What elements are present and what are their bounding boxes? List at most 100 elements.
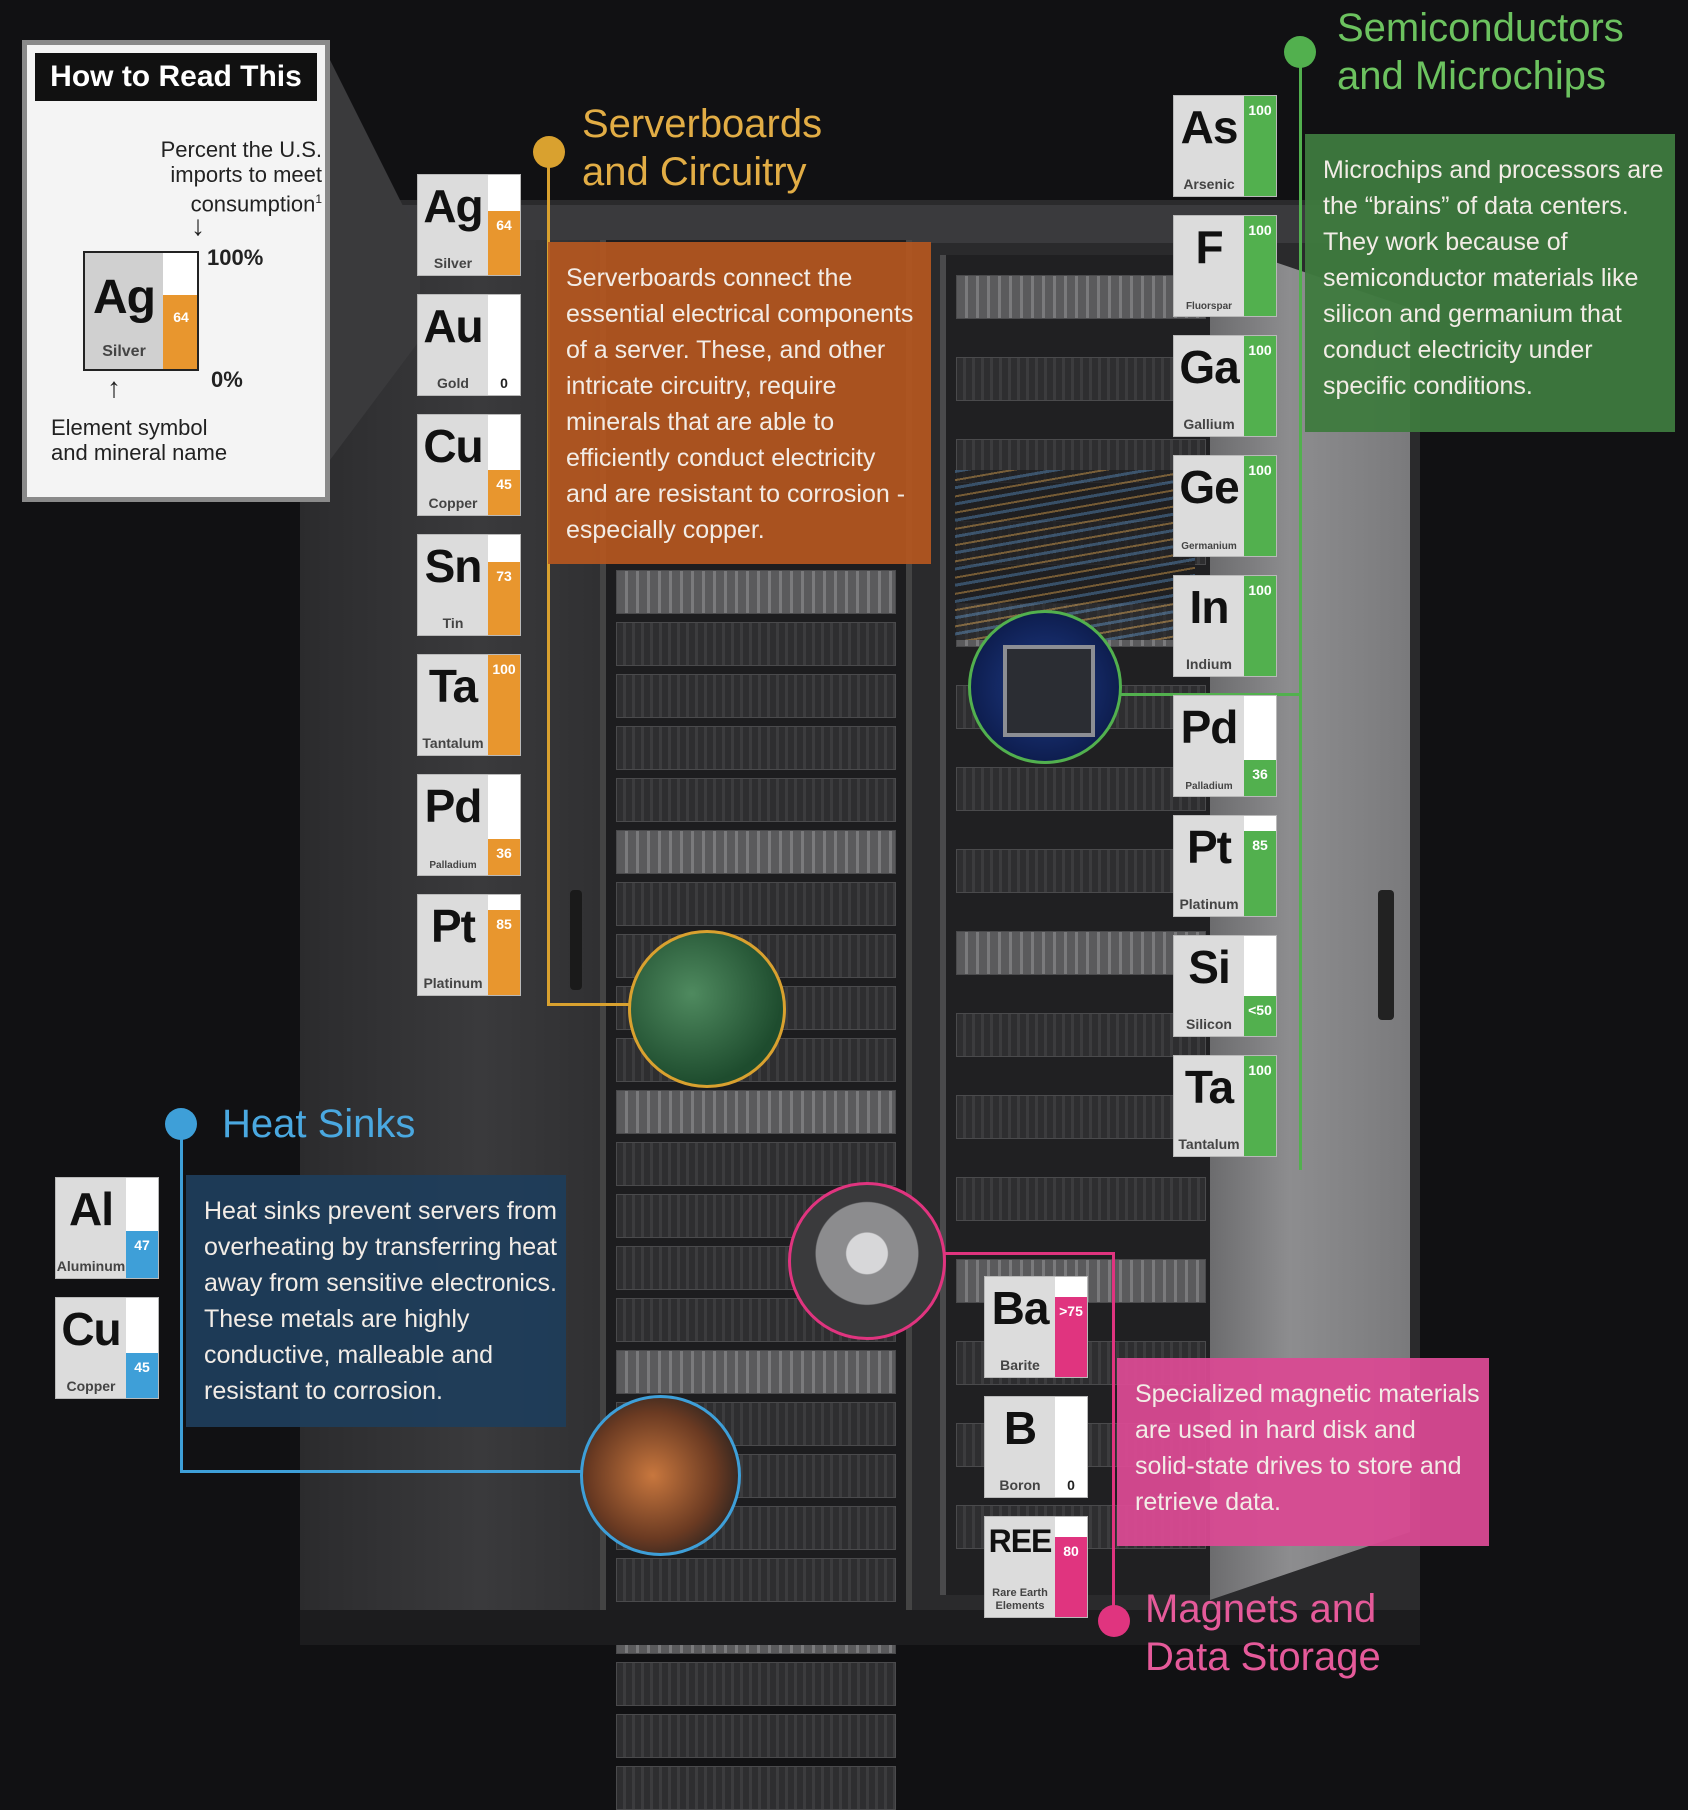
import-bar: 100	[488, 655, 520, 755]
server-unit	[616, 1350, 896, 1394]
import-percent: 45	[496, 476, 512, 492]
import-percent: 100	[1248, 342, 1272, 358]
import-bar-fill	[1055, 1297, 1087, 1377]
element-symbol: B	[1003, 1402, 1037, 1454]
import-bar-fill	[488, 655, 520, 755]
heat-sinks-description: Heat sinks prevent servers from overheati…	[186, 1175, 566, 1427]
import-bar: 80	[1055, 1517, 1087, 1617]
element-name: Fluorspar	[1185, 301, 1233, 312]
import-bar-fill	[488, 470, 520, 515]
import-percent: 85	[496, 916, 512, 932]
element-symbol: Ga	[1179, 341, 1239, 393]
import-bar: 100	[1244, 456, 1276, 556]
down-arrow-icon: ↓	[191, 210, 205, 241]
import-bar: 36	[1244, 696, 1276, 796]
import-bar: 64	[488, 175, 520, 275]
import-percent: <50	[1248, 1002, 1272, 1018]
semiconductors-leader-line	[1299, 60, 1302, 1170]
description-line: intricate circuitry, require	[566, 372, 837, 400]
import-bar: 45	[126, 1298, 158, 1398]
description-line: away from sensitive electronics.	[204, 1269, 557, 1297]
import-bar: <50	[1244, 936, 1276, 1036]
import-bar-fill	[1244, 576, 1276, 676]
element-symbol: Cu	[423, 420, 483, 472]
legend-top-label: 100%	[207, 245, 264, 270]
element-name: Indium	[1186, 656, 1232, 672]
import-percent: 64	[173, 308, 189, 325]
import-bar: 64	[163, 253, 197, 369]
import-percent: 0	[500, 375, 508, 391]
server-unit	[616, 1766, 896, 1810]
description-line: semiconductor materials like	[1323, 264, 1639, 292]
element-name: Platinum	[1179, 896, 1239, 912]
element-name: Palladium	[429, 860, 477, 871]
server-unit	[956, 275, 1206, 319]
how-to-read-legend: How to Read This Percent the U.S. import…	[22, 40, 330, 502]
element-name: Tantalum	[422, 735, 484, 751]
server-unit	[956, 1095, 1206, 1139]
element-name: Platinum	[423, 975, 483, 991]
element-symbol: F	[1195, 221, 1223, 273]
import-percent: 80	[1063, 1543, 1079, 1559]
import-bar: >75	[1055, 1277, 1087, 1377]
server-unit	[616, 830, 896, 874]
description-line: Specialized magnetic materials	[1135, 1380, 1480, 1408]
server-unit	[616, 726, 896, 770]
magnets-leader-line	[1112, 1252, 1115, 1612]
legend-element-caption: Element symbol and mineral name	[51, 415, 228, 465]
description-line: retrieve data.	[1135, 1488, 1281, 1516]
up-arrow-icon: ↑	[107, 372, 121, 403]
import-bar-fill	[126, 1353, 158, 1398]
import-bar: 100	[1244, 576, 1276, 676]
server-unit	[616, 1142, 896, 1186]
server-unit	[956, 1177, 1206, 1221]
element-symbol: Pt	[431, 900, 476, 952]
import-bar-fill	[488, 562, 520, 635]
server-unit	[956, 849, 1206, 893]
element-symbol: Ag	[423, 180, 483, 232]
import-bar-fill	[1244, 760, 1276, 796]
element-name: Gallium	[1183, 416, 1235, 432]
element-name: Gold	[437, 375, 469, 391]
description-line: especially copper.	[566, 516, 765, 544]
semiconductors-heading: Semiconductors and Microchips	[1337, 6, 1624, 98]
description-line: of a server. These, and other	[566, 336, 886, 364]
heat-sinks-leader-line	[180, 1130, 585, 1473]
import-bar-fill	[1244, 1056, 1276, 1156]
import-bar-fill	[1244, 456, 1276, 556]
element-name: Copper	[428, 495, 478, 511]
magnets-disk-connector	[938, 1252, 1115, 1255]
footnote-mark: 1	[315, 192, 322, 206]
description-line: overheating by transferring heat	[204, 1233, 557, 1261]
element-name: Silicon	[1186, 1016, 1232, 1032]
import-percent: 36	[496, 845, 512, 861]
element-name: Palladium	[1185, 781, 1233, 792]
door-handle	[1378, 890, 1394, 1020]
server-unit	[616, 622, 896, 666]
element-symbol: Pt	[1187, 821, 1232, 873]
server-unit	[616, 674, 896, 718]
import-percent: 0	[1067, 1477, 1075, 1493]
cabinet-handle	[570, 890, 582, 990]
import-percent: 64	[496, 217, 512, 233]
heat-pipe-photo	[580, 1395, 741, 1556]
element-symbol: In	[1189, 581, 1230, 633]
description-line: Heat sinks prevent servers from	[204, 1197, 557, 1225]
description-line: conduct electricity under	[1323, 336, 1593, 364]
element-name: Germanium	[1181, 541, 1237, 552]
description-line: silicon and germanium that	[1323, 300, 1622, 328]
element-symbol: Pd	[1180, 701, 1239, 753]
